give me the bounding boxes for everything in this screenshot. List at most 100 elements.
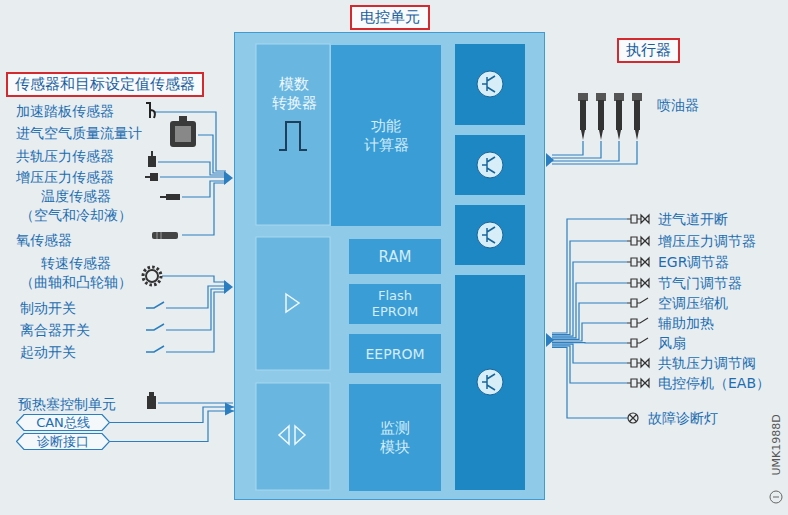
sensor-label: 加速踏板传感器 — [16, 102, 114, 121]
switch-label: 制动开关 — [20, 299, 76, 318]
actuator-label: 喷油器 — [657, 96, 699, 115]
ecu-ground — [234, 32, 545, 500]
lamp-label: 故障诊断灯 — [648, 409, 718, 428]
transistor-circle — [477, 71, 503, 97]
switch-label: 离合器开关 — [20, 321, 90, 340]
pedal-icon — [146, 103, 155, 118]
actuator-label: 共轨压力调节阀 — [658, 354, 756, 373]
actuator-label: 风扇 — [658, 334, 686, 353]
wire — [198, 135, 226, 173]
injector-icon — [635, 130, 639, 140]
connectors — [110, 407, 234, 442]
actuator-label: 空调压缩机 — [658, 294, 728, 313]
wire — [552, 141, 619, 161]
node-text: CAN总线 — [30, 414, 96, 431]
flash-eprom-block: Flash EPROM — [349, 284, 441, 324]
sensor-label: 共轨压力传感器 — [16, 147, 114, 166]
transistor-circle — [477, 152, 503, 178]
sensor-label: 转速传感器 （曲轴和凸轮轴） — [14, 254, 138, 292]
valve-symbol — [627, 237, 649, 245]
injector-icon — [599, 130, 603, 140]
wire — [552, 141, 583, 155]
wire — [158, 402, 233, 403]
wire — [552, 219, 627, 333]
lamp-symbol — [628, 413, 638, 423]
temp-sensor-icon — [166, 194, 180, 200]
node-text: 功能 计算器 — [362, 117, 410, 155]
maf-icon — [175, 126, 191, 142]
wire — [552, 303, 627, 339]
wire — [552, 141, 637, 164]
sensor-icons — [143, 103, 196, 409]
interface-block — [256, 383, 330, 490]
valve-symbol — [627, 359, 649, 367]
transistor-circle — [477, 222, 503, 248]
connector — [110, 411, 234, 442]
monitor-module-block: 监测 模块 — [349, 384, 441, 491]
injector-icon — [580, 100, 586, 130]
transistor-lines — [482, 374, 495, 390]
injector-icon — [581, 130, 585, 140]
connector — [110, 407, 234, 423]
node-text: RAM — [378, 248, 411, 266]
speed-wheel-icon — [143, 267, 161, 285]
wire — [552, 347, 628, 418]
actuator-label: 电控停机（EAB） — [658, 374, 770, 393]
sensor-label: 增压压力传感器 — [16, 168, 114, 187]
pulse-symbol — [279, 122, 307, 150]
wire — [552, 346, 627, 383]
valve-symbol — [627, 379, 649, 387]
output-stage — [455, 205, 525, 265]
wire — [552, 342, 627, 344]
glow-unit-icon — [147, 396, 156, 409]
node-text: 诊断接口 — [30, 433, 96, 450]
output-stage — [455, 275, 525, 490]
wire — [552, 141, 601, 158]
o2-sensor-icon — [157, 232, 161, 239]
switch-symbol — [146, 302, 164, 352]
glow-unit-icon — [149, 392, 154, 396]
actuator-heading: 执行器 — [617, 38, 680, 63]
transistor-circle — [477, 369, 503, 395]
ecu-panel: 电控单元模数 转换器功能 计算器RAMFlash EPROMEEPROM监测 模… — [234, 32, 545, 500]
transistor-symbol — [477, 369, 503, 395]
output-stage — [455, 44, 525, 125]
maf-icon — [170, 121, 196, 147]
sensor-label: 温度传感器 （空气和冷却液） — [14, 187, 138, 225]
wire — [552, 241, 627, 335]
wire — [166, 292, 226, 352]
switch-label: 起动开关 — [20, 343, 76, 362]
relay-symbol — [627, 338, 648, 347]
lamp-symbol — [630, 415, 637, 422]
port-shape — [17, 434, 110, 450]
wire — [182, 183, 226, 235]
transistor-symbol — [477, 222, 503, 248]
wire — [552, 323, 627, 341]
can-bus-port: CAN总线 — [16, 414, 110, 431]
node-text: 模数 转换器 — [270, 75, 318, 113]
injector-icon — [632, 93, 642, 101]
adc-block: 模数 转换器 — [257, 45, 331, 226]
eeprom-block: EEPROM — [349, 334, 441, 373]
brand-logo — [770, 491, 782, 503]
port-shape — [17, 415, 110, 431]
valve-symbol — [627, 258, 649, 266]
io-block — [256, 237, 330, 370]
transistor-lines — [482, 76, 495, 92]
wire — [162, 276, 226, 282]
wire — [552, 262, 627, 336]
adc-ground — [256, 44, 330, 225]
actuator-label: 进气道开断 — [658, 210, 728, 229]
wire — [160, 176, 226, 177]
o2-sensor-icon — [152, 232, 178, 239]
wire — [158, 162, 226, 175]
actuator-label: 增压压力调节器 — [658, 232, 756, 251]
boost-sensor-icon — [145, 176, 150, 178]
ram-block: RAM — [349, 239, 441, 274]
actuator-label: 辅助加热 — [658, 314, 714, 333]
bidirectional-symbol — [279, 426, 305, 444]
actuator-label: 节气门调节器 — [658, 274, 742, 293]
transistor-symbol — [477, 152, 503, 178]
output-stage — [455, 135, 525, 195]
